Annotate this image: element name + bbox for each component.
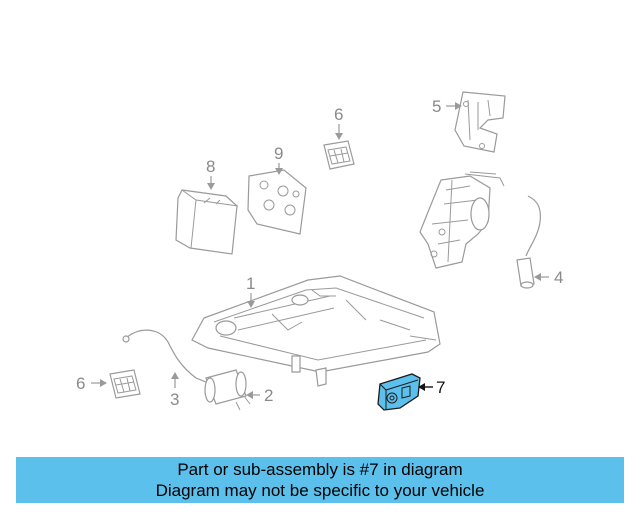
svg-text:2: 2	[264, 386, 273, 405]
svg-text:6: 6	[334, 105, 343, 124]
callout-1: 1	[246, 274, 255, 308]
banner-line-disclaimer: Diagram may not be specific to your vehi…	[155, 481, 485, 500]
callout-5: 5	[432, 97, 462, 116]
callout-3: 3	[170, 372, 179, 409]
part-3-cable	[122, 329, 207, 383]
part-4-sensor	[516, 195, 541, 289]
svg-text:3: 3	[170, 390, 179, 409]
part-8-module	[175, 189, 239, 255]
svg-text:6: 6	[76, 374, 85, 393]
part-5-bracket	[454, 91, 506, 153]
part-6-fan-top	[323, 140, 355, 170]
part-9-block	[247, 169, 307, 235]
part-6-fan-bottom	[109, 369, 141, 399]
svg-text:8: 8	[206, 157, 215, 176]
part-motor-assembly	[419, 171, 505, 269]
callout-6-top: 6	[334, 105, 343, 140]
svg-text:4: 4	[554, 268, 563, 287]
svg-text:1: 1	[246, 274, 255, 293]
callout-6-bottom: 6	[76, 374, 107, 393]
callout-2: 2	[246, 386, 273, 405]
part-1-seat-frame	[191, 275, 441, 387]
part-7-highlighted-module	[377, 373, 421, 411]
callout-8: 8	[206, 157, 215, 190]
callout-9: 9	[274, 144, 283, 175]
callout-7: 7	[418, 378, 445, 397]
svg-text:7: 7	[436, 378, 445, 397]
svg-text:5: 5	[432, 97, 441, 116]
banner-line-part: Part or sub-assembly is #7 in diagram	[177, 460, 463, 479]
info-banner: Part or sub-assembly is #7 in diagram Di…	[16, 457, 624, 503]
callout-4: 4	[534, 268, 563, 287]
svg-text:9: 9	[274, 144, 283, 163]
part-2-motor	[204, 369, 251, 411]
parts-diagram: 5 6 9 8	[76, 91, 563, 411]
